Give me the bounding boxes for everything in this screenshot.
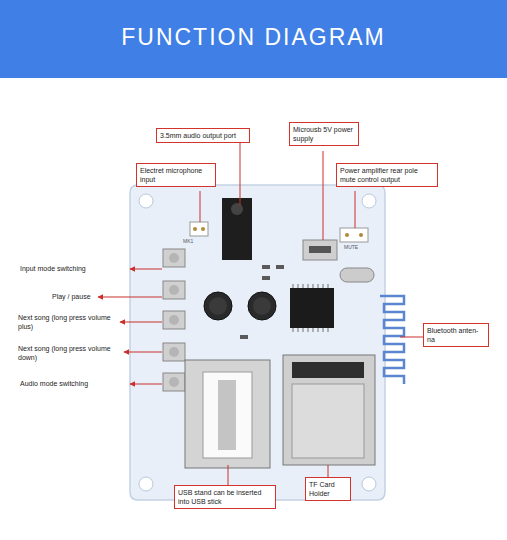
header-pin	[359, 233, 363, 237]
callout-arrow	[124, 352, 162, 353]
callout-text: Electret microphone input	[140, 166, 212, 184]
usb-a-port	[185, 360, 270, 468]
header-pin	[345, 233, 349, 237]
antenna-trace	[380, 296, 404, 384]
callout-text: TF Card Holder	[309, 480, 347, 498]
callout-box: Microusb 5V power supply	[289, 122, 359, 146]
capacitor-top	[209, 297, 227, 315]
callout-arrow	[98, 297, 162, 298]
silkscreen-text: MK1	[183, 238, 203, 244]
function-label: Next song (long press volume plus)	[18, 313, 118, 332]
micro-usb-opening	[309, 246, 331, 253]
tf-shield	[292, 384, 364, 458]
capacitor-top	[253, 297, 271, 315]
button-cap	[169, 315, 179, 325]
usb-tongue	[218, 380, 236, 450]
callout-text: Power amplifier rear pole mute control o…	[340, 166, 434, 184]
capacitor	[248, 292, 276, 320]
smd-part	[262, 276, 270, 280]
callout-text: 3.5mm audio output port	[160, 131, 246, 140]
tf-slot	[292, 362, 364, 378]
header-pin	[193, 227, 197, 231]
callout-arrow	[130, 384, 162, 385]
callout-box: Electret microphone input	[136, 163, 216, 187]
header-pin	[201, 227, 205, 231]
push-button	[163, 249, 185, 267]
callout-text: Bluetooth anten- na	[427, 326, 485, 344]
function-label: Audio mode switching	[20, 379, 130, 388]
mute-header	[340, 228, 368, 242]
jack-hole	[231, 203, 243, 215]
silkscreen-text: MUTE	[344, 244, 370, 250]
callout-box: USB stand can be inserted into USB stick	[174, 485, 276, 509]
callout-arrow	[130, 269, 162, 270]
callout-box: TF Card Holder	[305, 477, 351, 501]
capacitor	[204, 292, 232, 320]
push-button	[163, 311, 185, 329]
mounting-hole	[362, 194, 376, 208]
function-label: Input mode switching	[20, 264, 130, 273]
function-label: Play / pause	[52, 292, 98, 301]
push-button	[163, 343, 185, 361]
crystal	[340, 268, 374, 282]
smd-part	[240, 335, 248, 339]
micro-usb-port	[303, 240, 337, 260]
button-cap	[169, 253, 179, 263]
callout-box: Power amplifier rear pole mute control o…	[336, 163, 438, 187]
ic-pins	[293, 284, 328, 332]
diagram-title: FUNCTION DIAGRAM	[0, 24, 507, 51]
callout-text: Microusb 5V power supply	[293, 125, 355, 143]
smd-part	[262, 265, 270, 269]
button-cap	[169, 377, 179, 387]
callout-box: Bluetooth anten- na	[423, 323, 489, 347]
pcb-board	[130, 185, 385, 500]
mounting-hole	[362, 477, 376, 491]
callout-text: USB stand can be inserted into USB stick	[178, 488, 272, 506]
title-band	[0, 0, 507, 78]
leader-line	[200, 143, 423, 485]
button-cap	[169, 347, 179, 357]
push-button	[163, 281, 185, 299]
audio-jack	[222, 198, 252, 260]
mic-header	[190, 222, 208, 236]
push-button	[163, 373, 185, 391]
mounting-hole	[139, 194, 153, 208]
ic-chip	[290, 288, 334, 328]
mounting-hole	[139, 477, 153, 491]
callout-box: 3.5mm audio output port	[156, 128, 250, 143]
usb-opening	[203, 372, 252, 458]
callout-arrow	[120, 322, 162, 323]
button-cap	[169, 285, 179, 295]
function-label: Next song (long press volume down)	[18, 344, 122, 363]
tf-card-holder	[283, 355, 375, 465]
smd-part	[276, 265, 284, 269]
